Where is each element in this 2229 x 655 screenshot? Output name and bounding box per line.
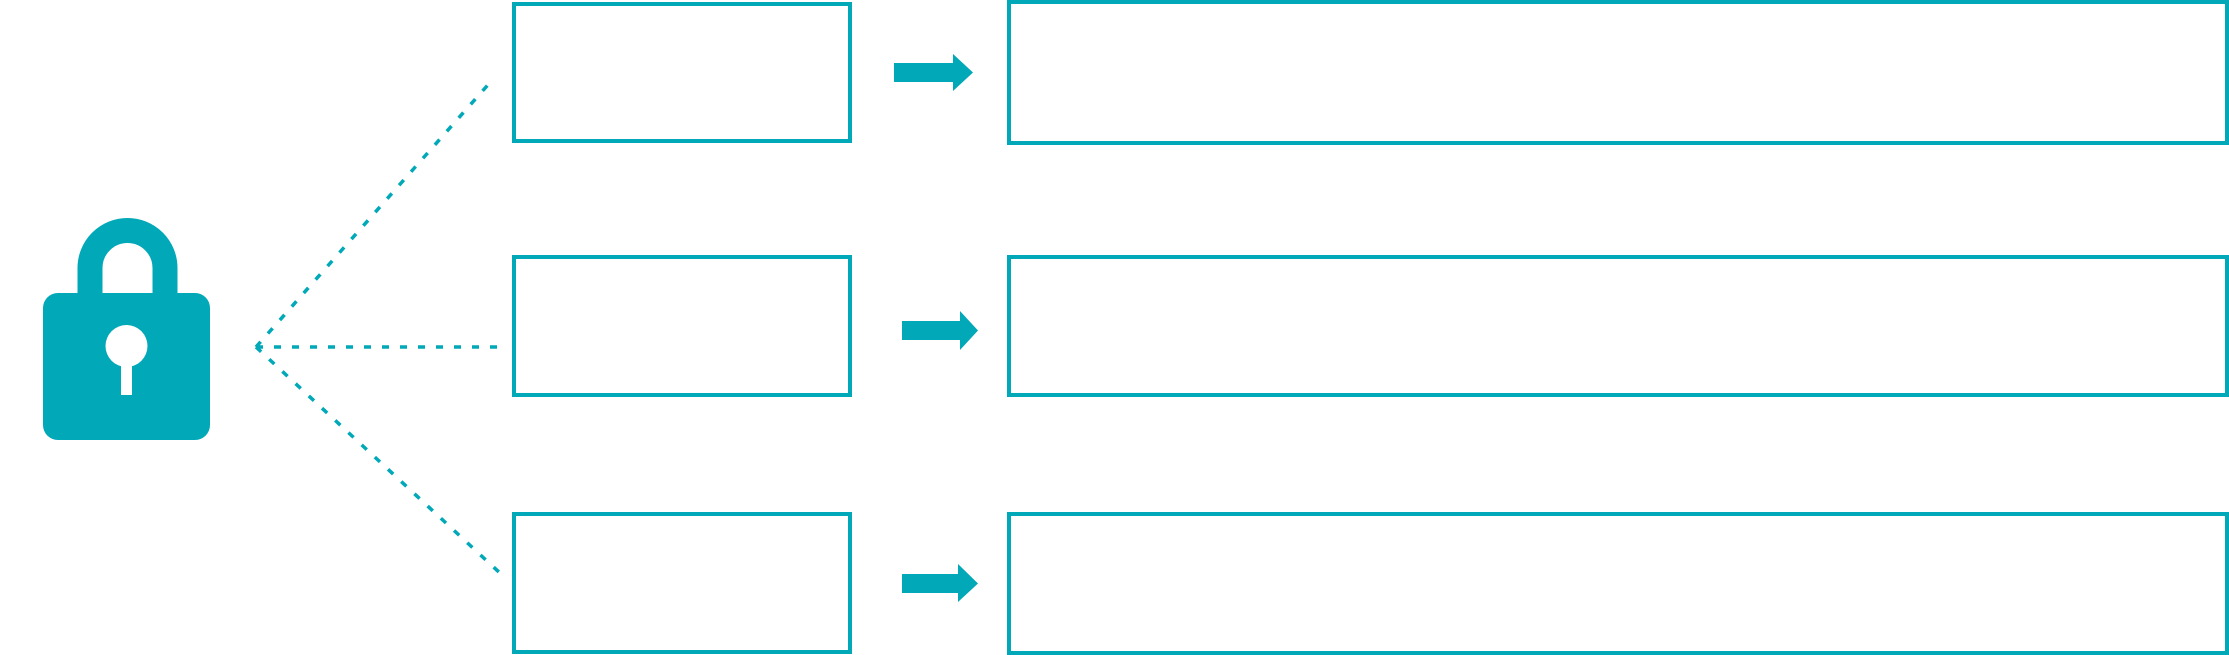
arrow-right-icon [902, 311, 978, 350]
connector-line-bottom [254, 345, 503, 576]
lock-keyhole-stem [121, 355, 132, 395]
lock-keyhole [105, 325, 148, 367]
arrow-right-icon [894, 54, 973, 91]
source-box-2 [512, 255, 852, 397]
lock-body [43, 293, 210, 440]
lock-shackle [77, 218, 178, 305]
target-box-2 [1007, 255, 2229, 397]
target-box-1 [1007, 0, 2229, 145]
source-box-1 [512, 2, 852, 143]
arrow-right-icon [902, 564, 978, 602]
connector-line-top [254, 76, 496, 349]
lock-icon [43, 218, 210, 440]
source-box-3 [512, 512, 852, 654]
target-box-3 [1007, 512, 2229, 655]
